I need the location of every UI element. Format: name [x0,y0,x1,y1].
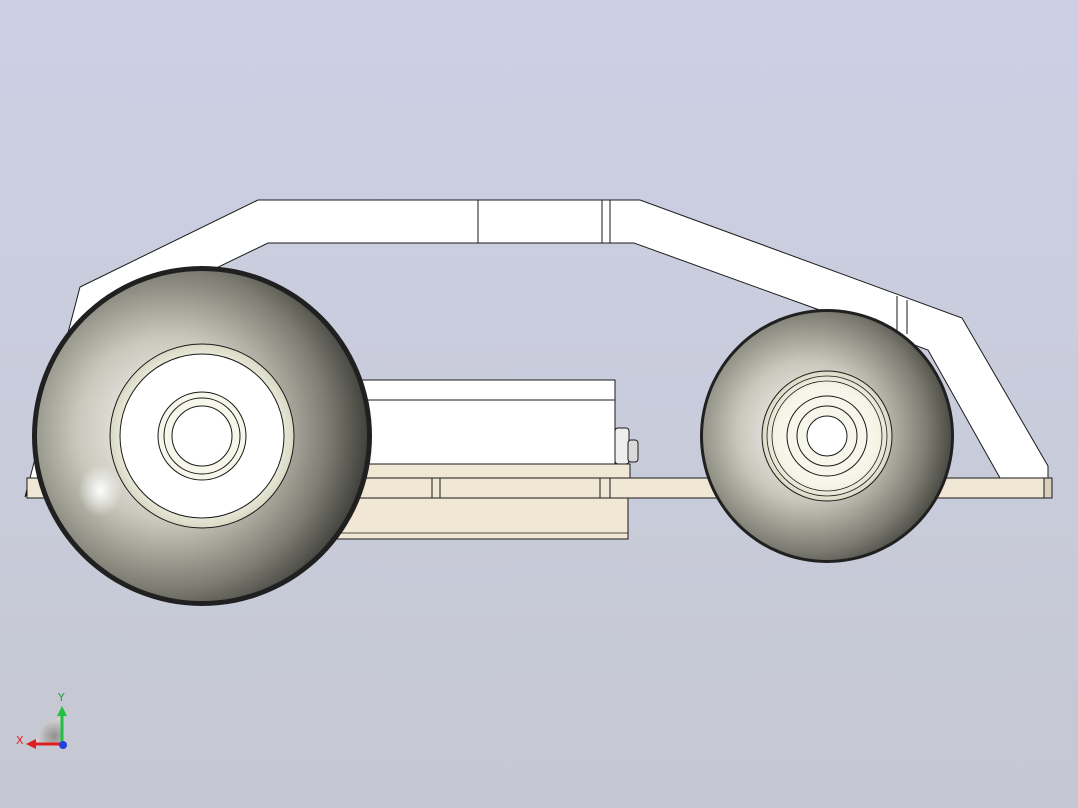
axle-right [806,415,848,457]
y-axis-label: Y [57,691,65,704]
z-axis-dot [59,741,67,749]
motor-box[interactable] [339,379,639,465]
orientation-triad[interactable]: Y X [16,691,67,749]
wheel-left[interactable] [32,266,372,606]
x-axis-label: X [16,734,24,747]
wheel-right[interactable] [700,309,954,563]
triad-quadrant [36,718,62,744]
axle-left [171,405,233,467]
shaft-end [627,439,639,463]
